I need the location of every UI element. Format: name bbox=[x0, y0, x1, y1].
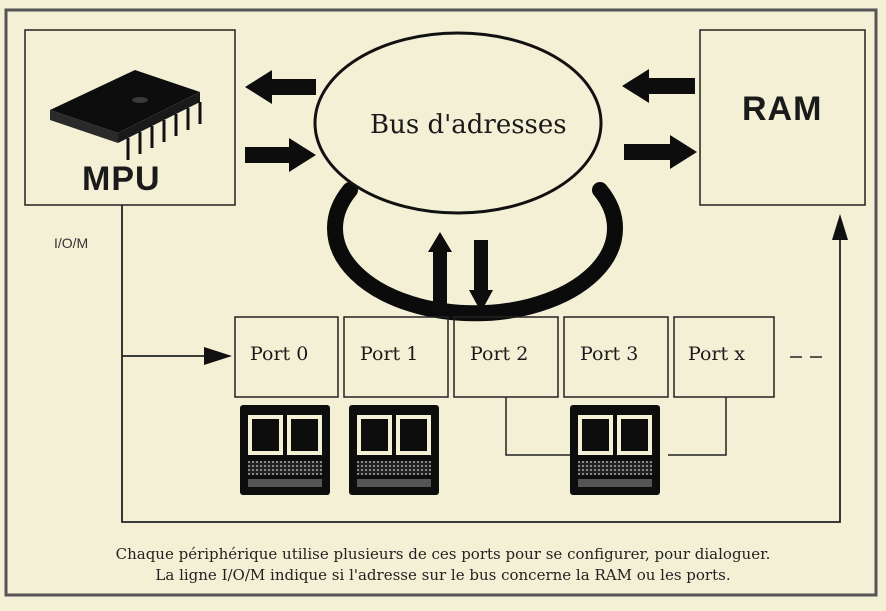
ram-box bbox=[699, 29, 866, 206]
caption-line-1: Chaque périphérique utilise plusieurs de… bbox=[115, 545, 771, 563]
mpu-label: MPU bbox=[82, 160, 161, 198]
mpu-box bbox=[24, 29, 236, 206]
port-box bbox=[234, 316, 339, 398]
port-box bbox=[343, 316, 449, 398]
arrow-port-to-bus bbox=[428, 232, 452, 310]
bracket-left bbox=[505, 397, 570, 456]
iom-line bbox=[121, 205, 841, 523]
arrow-mpu-to-bus bbox=[245, 138, 316, 172]
arrow-bus-to-ram bbox=[624, 135, 697, 169]
port-label: Port 1 bbox=[360, 343, 419, 365]
iom-label: I/O/M bbox=[54, 235, 89, 251]
port-box bbox=[673, 316, 775, 398]
port-label: Port 2 bbox=[470, 343, 529, 365]
caption-line-2: La ligne I/O/M indique si l'adresse sur … bbox=[155, 566, 731, 584]
bus-ellipse bbox=[313, 31, 603, 215]
port-label: Port 3 bbox=[580, 343, 639, 365]
port-label: Port x bbox=[688, 343, 745, 365]
ram-label: RAM bbox=[742, 90, 823, 128]
bracket-right bbox=[668, 397, 727, 456]
outer-frame bbox=[4, 8, 878, 597]
iom-arrow-ram bbox=[832, 214, 848, 240]
port-label: Port 0 bbox=[250, 343, 309, 365]
port-box bbox=[563, 316, 669, 398]
chip-icon bbox=[50, 70, 202, 160]
arrow-bus-to-mpu bbox=[245, 70, 316, 104]
bus-ellipse-shadow bbox=[327, 182, 623, 322]
bus-label: Bus d'adresses bbox=[370, 110, 567, 140]
terminal-icon bbox=[570, 405, 660, 495]
arrow-ram-to-bus bbox=[622, 69, 695, 103]
iom-arrow-port0 bbox=[204, 347, 232, 365]
terminal-icon bbox=[349, 405, 439, 495]
terminal-icon bbox=[240, 405, 330, 495]
arrow-bus-to-port bbox=[469, 240, 493, 312]
